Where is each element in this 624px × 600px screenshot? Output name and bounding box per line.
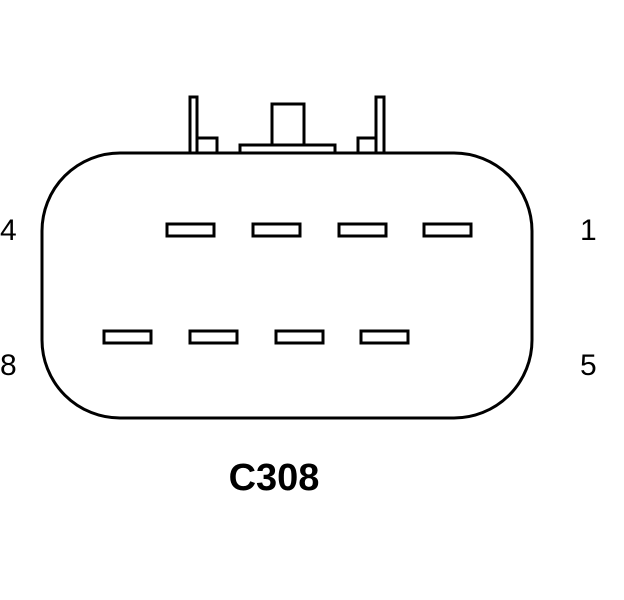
connector-latch [188,95,386,155]
pin-7-terminal [188,329,239,345]
pin-6-terminal [274,329,325,345]
pin-8-terminal [102,329,153,345]
pin-2-terminal [337,222,388,238]
pin-label-top-left: 4 [0,214,17,247]
pin-row-top [165,222,473,238]
pin-row-bottom [102,329,410,345]
pin-label-bottom-right: 5 [580,349,597,382]
pin-label-bottom-left: 8 [0,349,17,382]
pin-3-terminal [251,222,302,238]
pin-4-terminal [165,222,216,238]
connector-housing [40,151,534,420]
pin-5-terminal [359,329,410,345]
pin-1-terminal [422,222,473,238]
pin-label-top-right: 1 [580,214,597,247]
connector-id-label: C308 [229,457,320,499]
